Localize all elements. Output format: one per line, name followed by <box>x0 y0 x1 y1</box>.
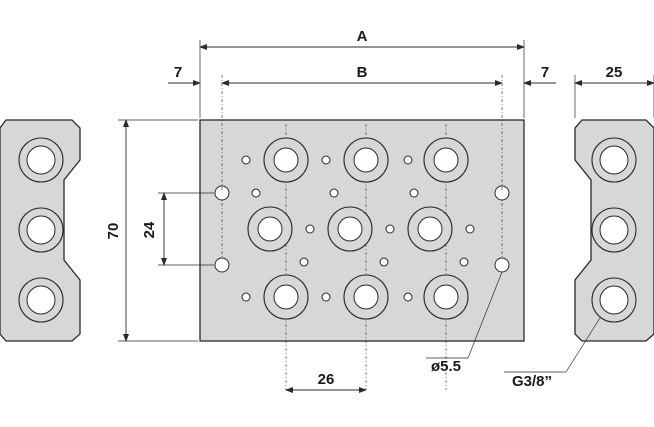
right-port-top <box>591 137 637 183</box>
left-port-bottom <box>18 277 64 323</box>
mounting-holes <box>214 185 510 273</box>
right-port-middle <box>591 207 637 253</box>
left-port-middle <box>18 207 64 253</box>
right-side-view <box>574 119 654 342</box>
thread-label: G3/8” <box>512 373 552 390</box>
vertical-spacing-label: 24 <box>141 221 158 238</box>
port-grid <box>247 137 469 320</box>
height-label: 70 <box>105 223 122 240</box>
screw-holes <box>241 155 475 302</box>
front-view-plate <box>199 119 525 390</box>
horizontal-spacing-label: 26 <box>318 371 335 388</box>
mount-hole-label: ø5.5 <box>431 358 461 375</box>
side-width-label: 25 <box>606 64 623 81</box>
left-port-top <box>18 137 64 183</box>
right-offset-label: 7 <box>541 64 549 81</box>
dimension-b-label: B <box>357 64 368 81</box>
dimension-a-label: A <box>357 28 368 45</box>
right-port-bottom <box>591 277 637 323</box>
left-offset-label: 7 <box>174 64 182 81</box>
left-side-view <box>0 119 81 342</box>
